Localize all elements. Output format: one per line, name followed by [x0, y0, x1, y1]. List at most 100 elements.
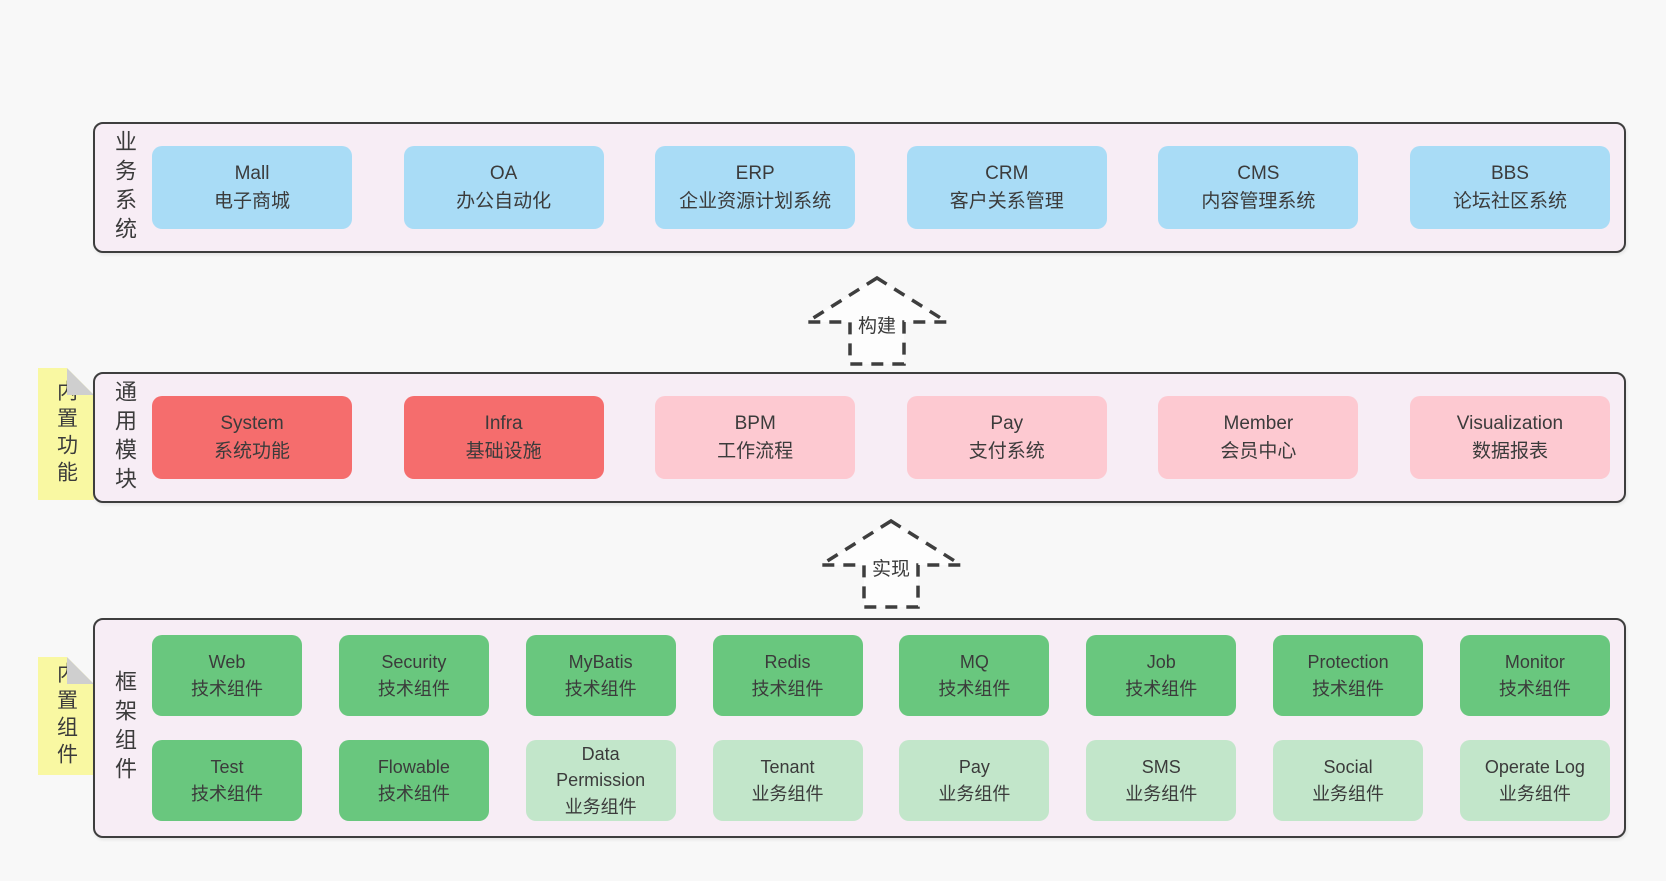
arrow-up-build: 构建 — [800, 275, 954, 366]
diagram-node: Infra 基础设施 — [403, 396, 604, 479]
node-title: Protection — [1307, 652, 1389, 673]
node-subtitle: 技术组件 — [191, 678, 263, 699]
arrow-label: 构建 — [858, 315, 896, 337]
node-title: Test — [210, 757, 244, 778]
layer-side-label: 通用模块 — [112, 374, 137, 501]
node-title: Operate Log — [1484, 757, 1585, 778]
arrow-up-implement: 实现 — [814, 518, 968, 609]
node-title: Job — [1146, 652, 1176, 673]
diagram-node: MQ 技术组件 — [899, 635, 1050, 716]
sticky-note-common-modules: 内置功能 — [38, 368, 94, 500]
layer-side-label-text: 业务系统 — [112, 129, 137, 246]
node-title: Flowable — [377, 757, 450, 778]
node-title: Data Permission — [556, 744, 646, 791]
node-subtitle: 客户关系管理 — [949, 190, 1064, 212]
node-title: ERP — [735, 162, 775, 184]
node-subtitle: 数据报表 — [1471, 440, 1548, 462]
diagram-node: SMS 业务组件 — [1086, 740, 1237, 821]
node-title: System — [220, 412, 284, 434]
node-subtitle: 业务组件 — [938, 783, 1011, 804]
node-subtitle: 技术组件 — [564, 678, 637, 699]
diagram-node: Monitor 技术组件 — [1459, 635, 1610, 716]
diagram-node: MyBatis 技术组件 — [525, 635, 676, 716]
diagram-node: ERP 企业资源计划系统 — [655, 146, 856, 229]
diagram-node: Flowable 技术组件 — [338, 740, 489, 821]
node-title: MyBatis — [568, 652, 633, 673]
diagram-node: Social 业务组件 — [1273, 740, 1424, 821]
node-title: Monitor — [1504, 652, 1565, 673]
layer-rows: Mall 电子商城 OA 办公自动化 ERP 企业资源计划系统 CRM 客户关系管理 CMS 内容… — [152, 124, 1610, 251]
node-title: OA — [489, 162, 518, 184]
sticky-note-label: 内置组件 — [54, 662, 78, 770]
node-subtitle: 技术组件 — [191, 783, 263, 804]
diagram-node: OA 办公自动化 — [403, 146, 604, 229]
node-subtitle: 业务组件 — [564, 796, 637, 817]
node-subtitle: 技术组件 — [1125, 678, 1198, 699]
node-subtitle: 技术组件 — [377, 783, 450, 804]
node-title: MQ — [959, 652, 989, 673]
diagram-node: Visualization 数据报表 — [1409, 396, 1610, 479]
folded-corner-icon — [67, 657, 94, 684]
block-arrow-up-icon — [814, 518, 968, 609]
node-title: CRM — [985, 162, 1029, 184]
diagram-node: Job 技术组件 — [1086, 635, 1237, 716]
arrow-label: 实现 — [872, 558, 910, 580]
node-subtitle: 内容管理系统 — [1201, 190, 1316, 212]
node-subtitle: 会员中心 — [1220, 440, 1297, 462]
diagram-node: Pay 业务组件 — [899, 740, 1050, 821]
node-subtitle: 业务组件 — [751, 783, 824, 804]
folded-corner-icon — [67, 368, 94, 395]
node-title: BPM — [734, 412, 776, 434]
node-title: Pay — [958, 757, 990, 778]
node-subtitle: 技术组件 — [377, 678, 450, 699]
layer-side-label: 业务系统 — [112, 124, 137, 251]
node-subtitle: 业务组件 — [1312, 783, 1385, 804]
node-subtitle: 业务组件 — [1125, 783, 1198, 804]
node-subtitle: 工作流程 — [717, 440, 794, 462]
node-subtitle: 技术组件 — [938, 678, 1011, 699]
layer-side-label-text: 框架组件 — [112, 670, 137, 786]
layer-business-systems: 业务系统 Mall 电子商城 OA 办公自动化 ERP 企业资源计划系统 CRM 客户关系管理 C… — [93, 122, 1626, 253]
layer-side-label-text: 通用模块 — [112, 379, 137, 496]
diagram-node: CMS 内容管理系统 — [1158, 146, 1359, 229]
node-title: Tenant — [760, 757, 815, 778]
diagram-node: Tenant 业务组件 — [712, 740, 863, 821]
node-subtitle: 技术组件 — [1312, 678, 1385, 699]
diagram-node: Test 技术组件 — [152, 740, 302, 821]
node-title: SMS — [1141, 757, 1181, 778]
node-subtitle: 论坛社区系统 — [1452, 190, 1567, 212]
node-subtitle: 企业资源计划系统 — [679, 190, 832, 212]
diagram-node: BPM 工作流程 — [655, 396, 856, 479]
layer-side-label: 框架组件 — [112, 620, 137, 836]
diagram-node: Member 会员中心 — [1158, 396, 1359, 479]
diagram-node: Pay 支付系统 — [906, 396, 1107, 479]
diagram-node: Mall 电子商城 — [152, 146, 352, 229]
node-title: CMS — [1237, 162, 1280, 184]
node-title: Member — [1223, 412, 1294, 434]
node-subtitle: 电子商城 — [213, 190, 290, 212]
node-title: Pay — [990, 412, 1024, 434]
node-subtitle: 技术组件 — [1498, 678, 1571, 699]
box-row: Mall 电子商城 OA 办公自动化 ERP 企业资源计划系统 CRM 客户关系管理 CMS 内容… — [152, 146, 1610, 229]
node-title: Social — [1323, 757, 1373, 778]
node-title: Infra — [484, 412, 523, 434]
node-subtitle: 基础设施 — [465, 440, 542, 462]
sticky-note-label: 内置功能 — [54, 380, 78, 488]
node-subtitle: 办公自动化 — [456, 190, 552, 212]
block-arrow-up-icon — [800, 275, 954, 366]
node-title: Web — [208, 652, 246, 673]
node-subtitle: 支付系统 — [968, 440, 1045, 462]
node-title: Visualization — [1456, 412, 1564, 434]
node-title: Mall — [234, 162, 270, 184]
node-subtitle: 业务组件 — [1498, 783, 1571, 804]
